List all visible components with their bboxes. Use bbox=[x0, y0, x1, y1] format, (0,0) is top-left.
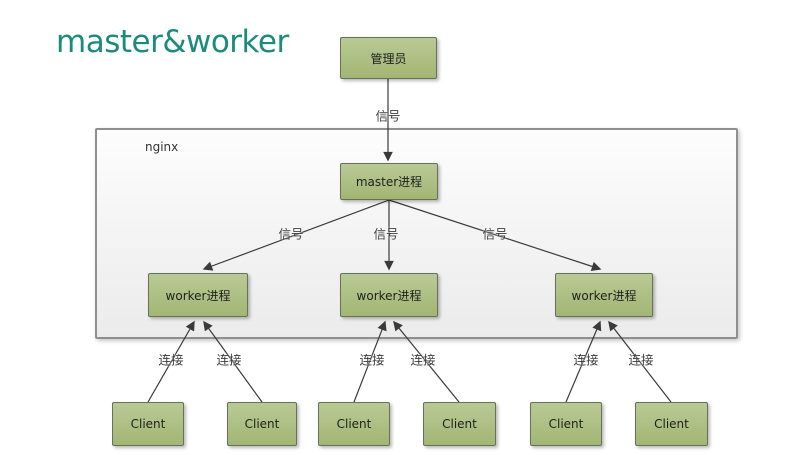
edge-label-signal-worker-2: 信号 bbox=[373, 226, 399, 242]
node-worker-process-1: worker进程 bbox=[148, 273, 248, 317]
node-admin: 管理员 bbox=[340, 37, 437, 79]
edge-label-connect-5: 连接 bbox=[573, 352, 599, 368]
edge-label-connect-6: 连接 bbox=[628, 352, 654, 368]
edge-label-signal-worker-1: 信号 bbox=[278, 226, 304, 242]
edge-label-connect-1: 连接 bbox=[158, 352, 184, 368]
node-master-process: master进程 bbox=[340, 163, 438, 200]
node-worker-process-2: worker进程 bbox=[340, 273, 438, 317]
edge-label-signal-worker-3: 信号 bbox=[482, 226, 508, 242]
node-client-3: Client bbox=[318, 402, 390, 446]
node-client-2: Client bbox=[227, 402, 297, 446]
edge-label-connect-2: 连接 bbox=[216, 352, 242, 368]
node-client-4: Client bbox=[423, 402, 496, 446]
edge-label-signal-admin: 信号 bbox=[375, 108, 401, 124]
nginx-container-label: nginx bbox=[145, 140, 179, 154]
node-client-6: Client bbox=[635, 402, 708, 446]
edge-label-connect-4: 连接 bbox=[410, 352, 436, 368]
page-title: master&worker bbox=[56, 24, 289, 60]
node-worker-process-3: worker进程 bbox=[555, 273, 653, 317]
edge-label-connect-3: 连接 bbox=[359, 352, 385, 368]
node-client-1: Client bbox=[112, 402, 184, 446]
node-client-5: Client bbox=[530, 402, 602, 446]
